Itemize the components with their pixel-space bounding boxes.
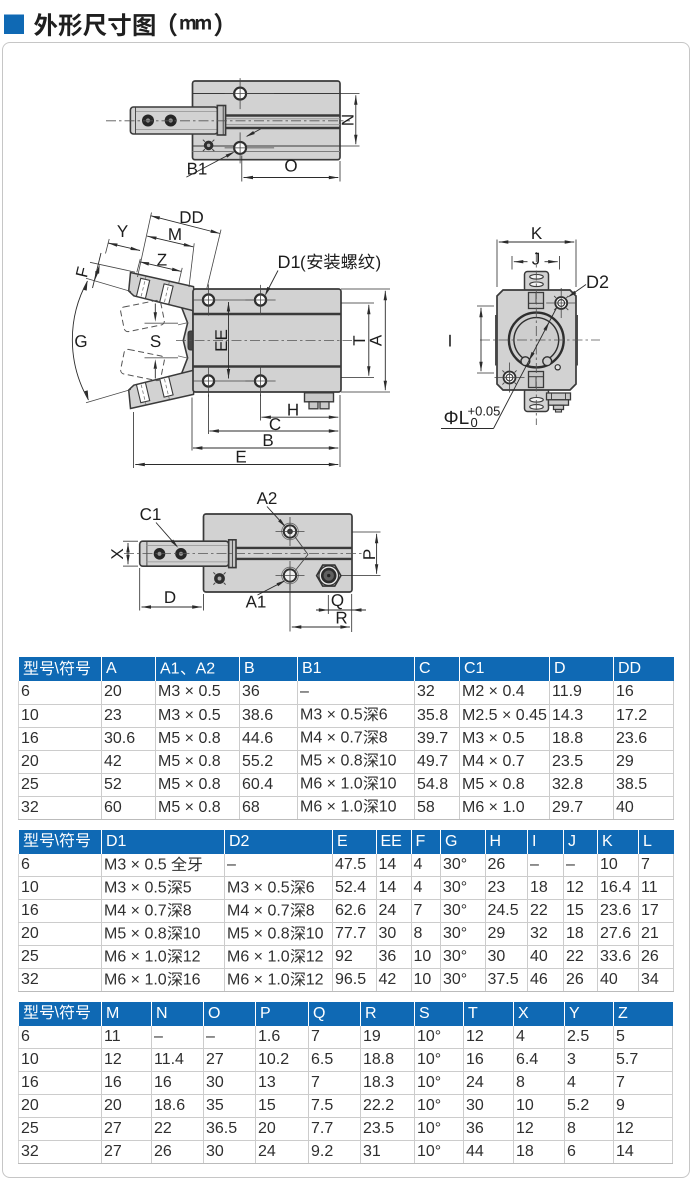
svg-text:+0.05: +0.05 (468, 404, 501, 419)
svg-text:C: C (269, 415, 281, 434)
svg-text:I: I (448, 332, 453, 351)
svg-text:A2: A2 (257, 489, 278, 508)
svg-text:ΦL: ΦL (444, 408, 470, 429)
svg-text:E: E (235, 448, 246, 467)
svg-text:D2: D2 (586, 272, 609, 292)
svg-text:Q: Q (331, 591, 344, 610)
svg-text:Y: Y (117, 222, 128, 241)
svg-text:P: P (360, 549, 379, 560)
svg-text:X: X (108, 548, 127, 559)
svg-text:B1: B1 (187, 160, 208, 179)
svg-text:0: 0 (471, 415, 478, 430)
svg-text:J: J (532, 250, 541, 269)
svg-text:A: A (367, 334, 386, 346)
svg-text:R: R (335, 609, 347, 628)
svg-text:(: ( (300, 253, 306, 272)
svg-text:G: G (74, 332, 87, 351)
svg-text:Z: Z (157, 251, 167, 270)
svg-text:K: K (531, 224, 543, 243)
svg-text:T: T (350, 335, 369, 345)
svg-text:D1: D1 (278, 252, 301, 272)
svg-text:N: N (339, 114, 358, 126)
svg-text:A1: A1 (246, 593, 267, 612)
svg-text:B: B (262, 431, 273, 450)
svg-text:H: H (287, 401, 299, 420)
svg-text:S: S (150, 332, 161, 351)
svg-text:D: D (164, 588, 176, 607)
svg-text:M: M (168, 225, 182, 244)
svg-text:DD: DD (179, 208, 204, 227)
svg-text:F: F (72, 265, 93, 280)
svg-text:C1: C1 (140, 505, 162, 524)
svg-text:O: O (284, 157, 297, 176)
svg-text:EE: EE (212, 329, 231, 352)
svg-text:): ) (376, 253, 382, 272)
